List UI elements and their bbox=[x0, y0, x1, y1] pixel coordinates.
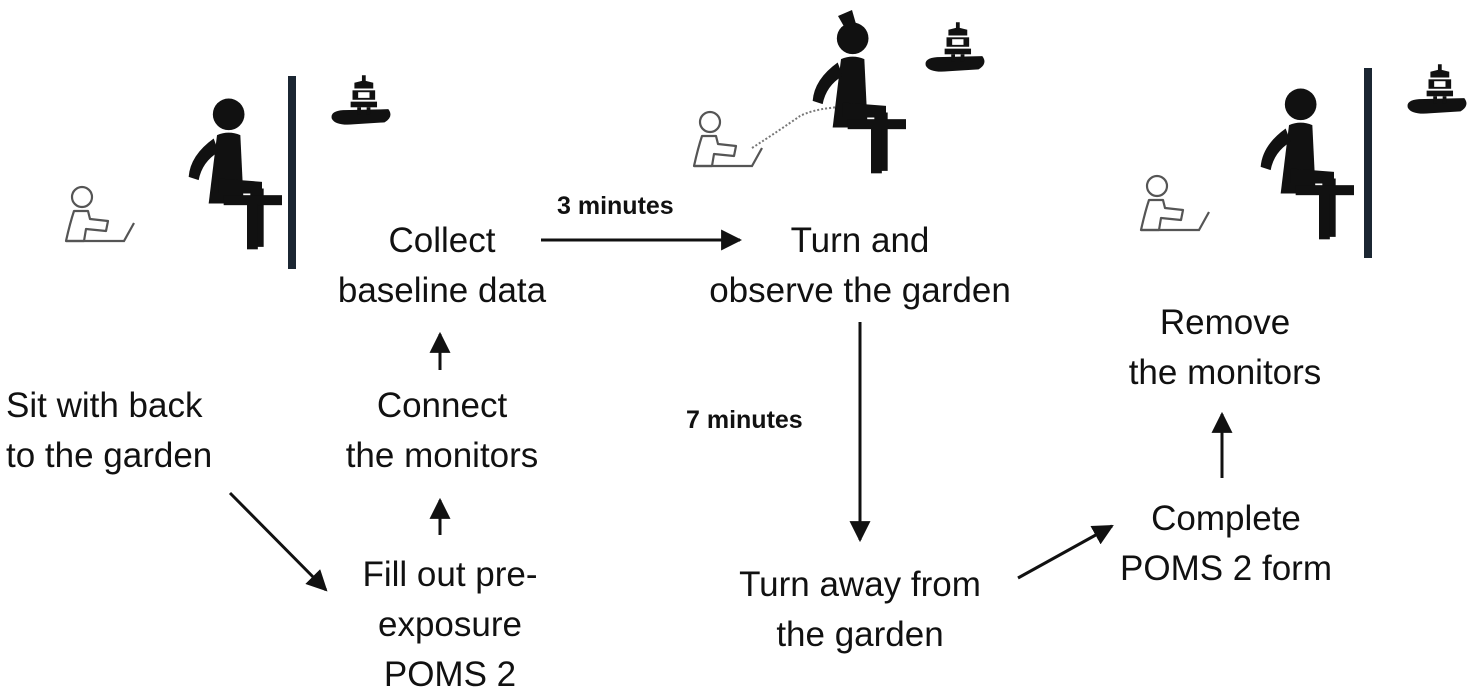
researcher-laptop-icon bbox=[1139, 174, 1211, 232]
arrow-away-to-complete bbox=[1017, 524, 1114, 580]
step-turn-observe: Turn and observe the garden bbox=[709, 221, 1011, 310]
step-fill-out-poms: Fill out pre- exposure POMS 2 bbox=[362, 555, 538, 694]
step-collect-baseline: Collect baseline data bbox=[337, 221, 547, 310]
partition-wall-icon bbox=[288, 76, 296, 269]
seated-person-icon bbox=[812, 22, 906, 174]
garden-lantern-icon bbox=[925, 22, 985, 72]
seated-person-icon bbox=[188, 98, 282, 250]
arrow-sit-to-fill bbox=[228, 491, 328, 592]
duration-7-minutes: 7 minutes bbox=[686, 406, 803, 434]
garden-lantern-icon bbox=[1407, 64, 1467, 114]
step-complete-poms: Complete POMS 2 form bbox=[1120, 499, 1332, 588]
partition-wall-icon bbox=[1364, 68, 1372, 258]
garden-lantern-icon bbox=[331, 75, 391, 125]
step-remove-monitors: Remove the monitors bbox=[1128, 303, 1322, 392]
duration-3-minutes: 3 minutes bbox=[557, 192, 674, 220]
researcher-laptop-icon bbox=[692, 110, 764, 168]
researcher-laptop-icon bbox=[64, 185, 136, 243]
step-sit-with-back: Sit with back to the garden bbox=[6, 386, 213, 475]
step-connect-monitors: Connect the monitors bbox=[345, 386, 539, 475]
step-turn-away: Turn away from the garden bbox=[739, 565, 981, 654]
hair-bun-icon bbox=[838, 10, 856, 30]
monitor-cable-icon bbox=[751, 103, 863, 149]
seated-person-icon bbox=[1260, 88, 1354, 240]
